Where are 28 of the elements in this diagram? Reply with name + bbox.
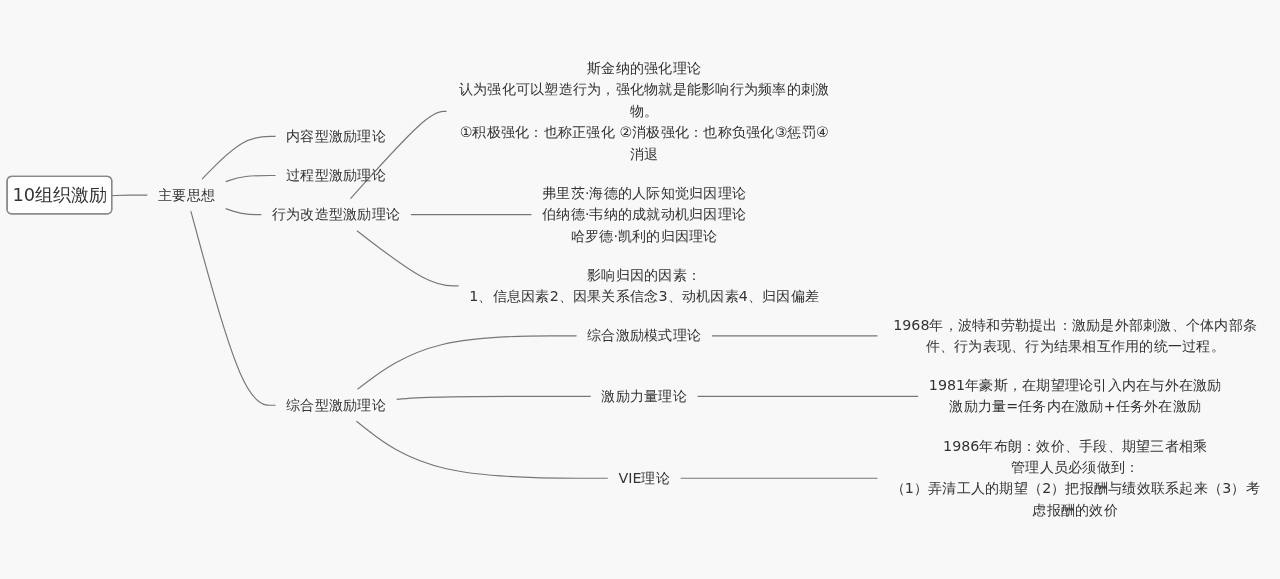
connector: [111, 194, 148, 197]
connector: [697, 395, 919, 397]
connector: [201, 135, 277, 180]
node-text: 综合激励模式理论: [587, 326, 702, 344]
node-text: 过程型激励理论: [286, 166, 386, 184]
node-text: 行为改造型激励理论: [271, 205, 401, 223]
connector: [225, 208, 262, 216]
connector: [711, 335, 879, 337]
connector: [396, 395, 592, 400]
node-text: 影响归因的因素： 1、信息因素2、因果关系信念3、动机因素4、归因偏差: [469, 266, 820, 305]
node-text: 激励力量理论: [601, 387, 687, 405]
node-text: 1981年豪斯，在期望理论引入内在与外在激励 激励力量=任务内在激励+任务外在激励: [928, 376, 1222, 416]
node-text: 1968年，波特和劳勒提出：激励是外部刺激、个体内部条件、行为表现、行为结果相互作用的统一过程。: [893, 316, 1258, 355]
connector: [190, 210, 277, 406]
connector: [349, 110, 448, 200]
node-text: 主要思想: [158, 186, 216, 204]
connector: [355, 420, 609, 479]
connector: [356, 230, 460, 287]
node-text: 斯金纳的强化理论 认为强化可以塑造行为，强化物就是能影响行为频率的刺激物。 ①积极强化：也称正强化 ②消极强化：也称负强化③惩罚④消退: [458, 59, 830, 163]
connector: [225, 174, 277, 183]
connector: [410, 214, 533, 216]
connector: [680, 477, 879, 479]
node-text: 综合型激励理论: [286, 396, 386, 414]
connector: [356, 335, 578, 390]
node-text: 1986年布朗：效价、手段、期望三者相乘 管理人员必须做到： （1）弄清工人的期望（2）把报酬与绩效联系起来（3）考虑报酬的效价: [890, 437, 1260, 519]
node-text: 弗里茨·海德的人际知觉归因理论 伯纳德·韦纳的成就动机归因理论 哈罗德·凯利的归因理论: [542, 184, 747, 245]
node-text: VIE理论: [618, 469, 670, 487]
node-text: 内容型激励理论: [286, 127, 386, 145]
